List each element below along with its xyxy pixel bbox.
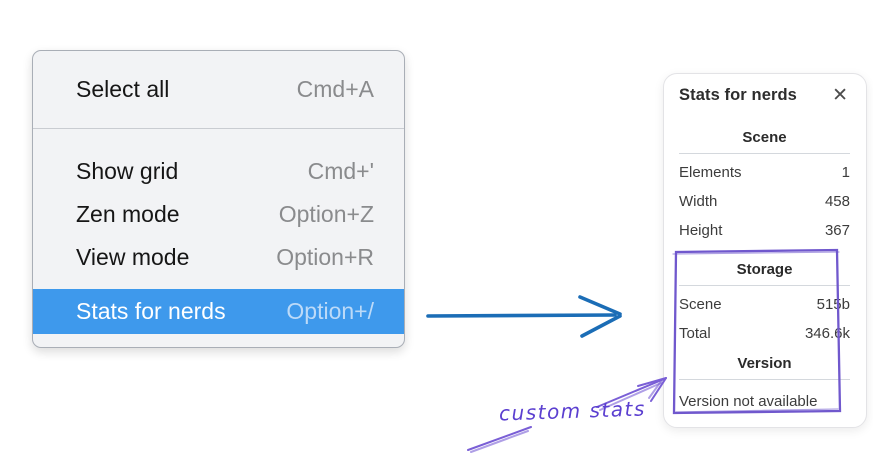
menu-item-zen-mode[interactable]: Zen mode Option+Z [33, 193, 404, 236]
menu-item-shortcut: Cmd+A [296, 76, 374, 102]
menu-item-shortcut: Option+/ [286, 298, 374, 324]
menu-item-shortcut: Cmd+' [307, 158, 374, 184]
stat-value: 346.6k [804, 325, 850, 342]
menu-item-view-mode[interactable]: View mode Option+R [33, 236, 404, 279]
menu-item-select-all[interactable]: Select all Cmd+A [33, 51, 404, 128]
stats-panel-title: Stats for nerds [679, 86, 797, 104]
menu-item-label: Show grid [76, 158, 179, 184]
version-note: Version not available [679, 393, 818, 410]
stat-label: Scene [679, 296, 722, 313]
stat-row-height: Height 367 [679, 216, 850, 245]
menu-item-shortcut: Option+Z [278, 201, 374, 227]
stats-panel: Stats for nerds ✕ Scene Elements 1 Width… [663, 73, 867, 428]
stat-label: Elements [679, 164, 742, 181]
menu-item-label: Stats for nerds [76, 298, 226, 324]
stat-row-total-storage: Total 346.6k [679, 319, 850, 348]
stat-value: 1 [841, 164, 850, 181]
stat-label: Total [679, 325, 711, 342]
menu-group: Show grid Cmd+' Zen mode Option+Z View m… [33, 129, 404, 334]
section-divider [679, 153, 850, 154]
stat-row-scene-storage: Scene 515b [679, 290, 850, 319]
stats-panel-header: Stats for nerds ✕ [679, 86, 850, 105]
stat-value: 515b [816, 296, 850, 313]
menu-item-shortcut: Option+R [276, 244, 374, 270]
scene-section-heading: Scene [742, 129, 787, 146]
menu-item-stats-for-nerds[interactable]: Stats for nerds Option+/ [33, 289, 404, 334]
version-section-heading: Version [737, 355, 792, 372]
blue-arrow [426, 295, 622, 338]
section-divider [679, 285, 850, 286]
menu-item-label: Zen mode [76, 201, 180, 227]
storage-section-heading: Storage [736, 261, 793, 278]
stat-row-elements: Elements 1 [679, 158, 850, 187]
menu-item-show-grid[interactable]: Show grid Cmd+' [33, 150, 404, 193]
menu-item-label: View mode [76, 244, 190, 270]
context-menu: Select all Cmd+A Show grid Cmd+' Zen mod… [32, 50, 405, 348]
annotation-label: custom stats [498, 396, 647, 426]
close-icon[interactable]: ✕ [832, 84, 848, 106]
stat-label: Width [679, 193, 718, 210]
stat-label: Height [679, 222, 723, 239]
stat-row-width: Width 458 [679, 187, 850, 216]
section-divider [679, 379, 850, 380]
menu-item-label: Select all [76, 76, 170, 102]
menu-divider [33, 128, 404, 129]
stat-value: 458 [824, 193, 850, 210]
stat-value: 367 [824, 222, 850, 239]
